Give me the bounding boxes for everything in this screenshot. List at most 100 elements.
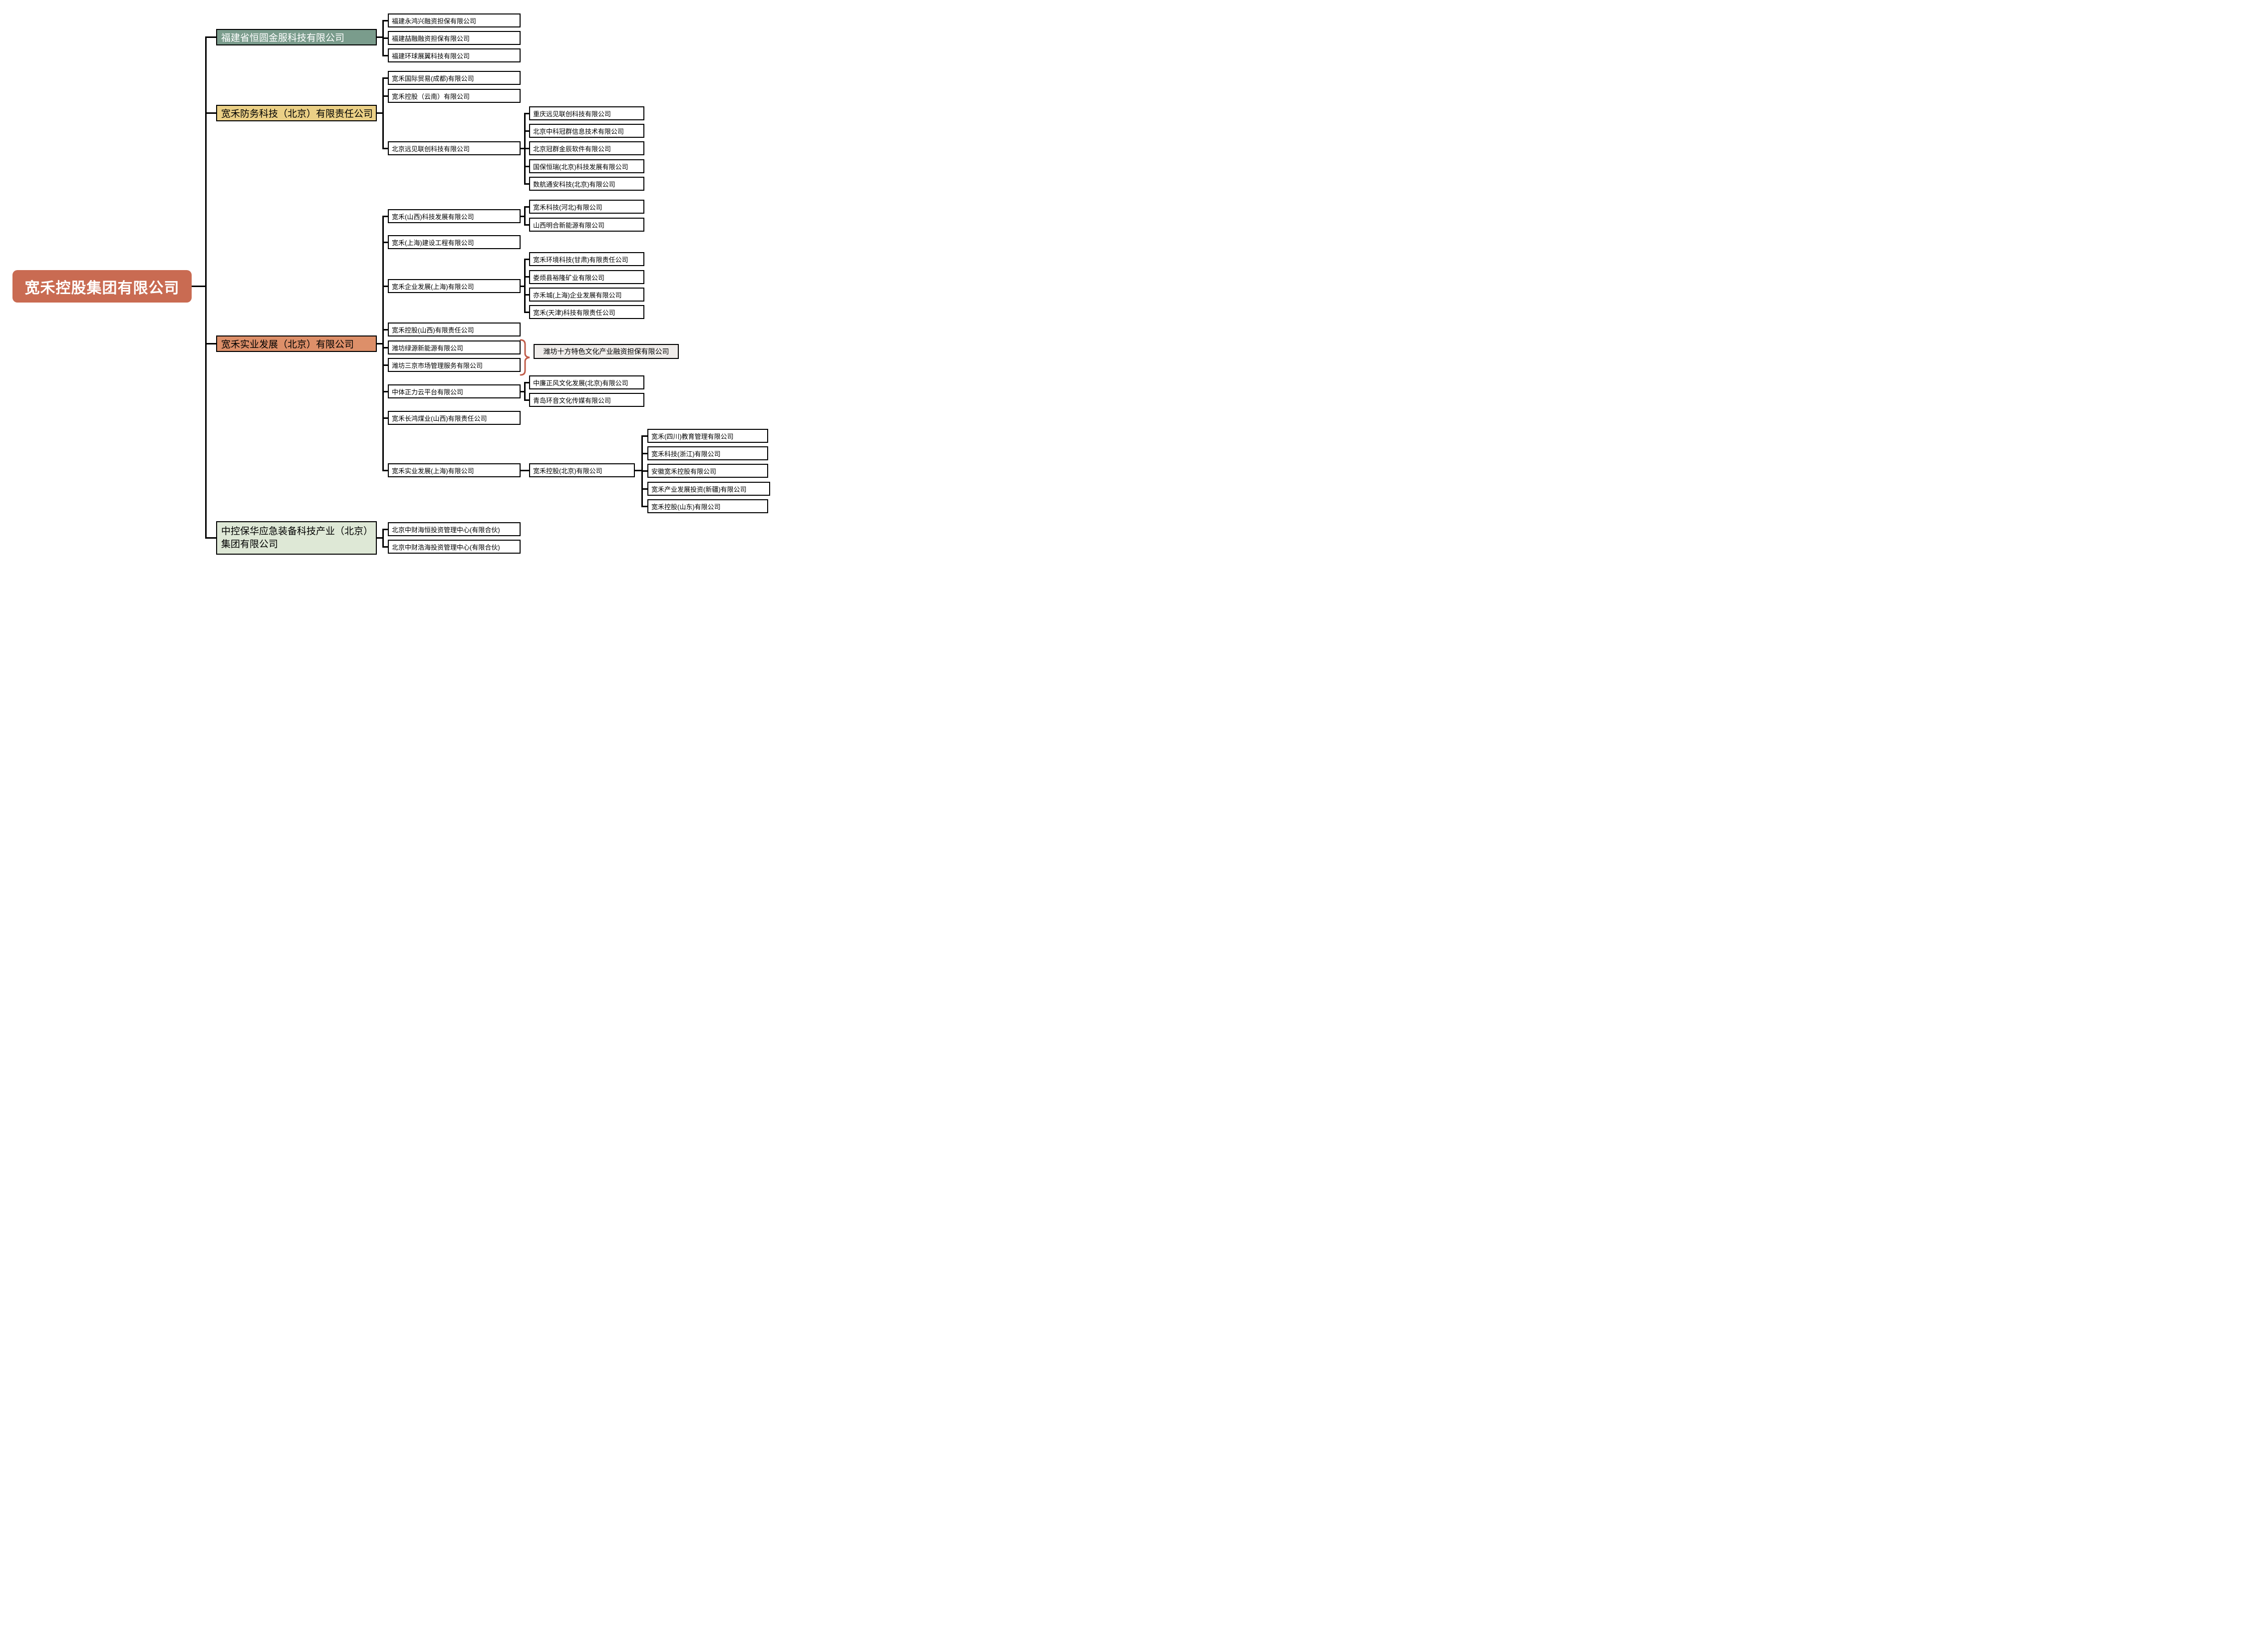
node-chongqing-yuanjian[interactable]: 重庆远见联创科技有限公司 [529,106,644,120]
node-zherong[interactable]: 福建喆融融资担保有限公司 [388,31,521,45]
connector-line [384,77,388,79]
node-weifang-sanjing[interactable]: 潍坊三京市场管理服务有限公司 [388,358,521,372]
node-shanghai-jianshe[interactable]: 宽禾(上海)建设工程有限公司 [388,235,521,249]
connector-line [384,55,388,56]
connector-line [205,112,216,114]
connector-line [526,399,529,401]
node-label: 宽禾实业发展（北京）有限公司 [221,339,354,350]
node-qiye-fazhan-shanghai[interactable]: 宽禾企业发展(上海)有限公司 [388,279,521,293]
connector-line [643,506,647,507]
node-keji-zhejiang[interactable]: 宽禾科技(浙江)有限公司 [647,446,768,460]
node-label: 宽禾产业发展投资(新疆)有限公司 [651,485,747,493]
connector-line [384,417,388,419]
node-minghe-xinnengyuan[interactable]: 山西明合新能源有限公司 [529,218,644,232]
node-zhongkong-baohua[interactable]: 中控保华应急装备科技产业（北京）集团有限公司 [216,521,377,555]
connector-line [384,347,388,348]
connector-line [384,546,388,548]
node-label: 宽禾(上海)建设工程有限公司 [392,239,474,247]
connector-line [521,148,524,149]
node-keji-hebei[interactable]: 宽禾科技(河北)有限公司 [529,200,644,214]
connector-line [384,391,388,392]
node-label: 娄烦县裕隆矿业有限公司 [533,274,605,282]
node-label: 北京冠群金辰软件有限公司 [533,145,611,153]
connector-line [205,36,207,539]
node-shuhang-tongan[interactable]: 数航通安科技(北京)有限公司 [529,177,644,191]
node-fujian-hengyuan[interactable]: 福建省恒圆金服科技有限公司 [216,29,377,45]
node-label: 数航通安科技(北京)有限公司 [533,180,615,188]
node-guanqun-jinchen[interactable]: 北京冠群金辰软件有限公司 [529,141,644,155]
node-zhongke-guanqun[interactable]: 北京中科冠群信息技术有限公司 [529,124,644,138]
node-keji-tianjin[interactable]: 宽禾(天津)科技有限责任公司 [529,305,644,319]
connector-line [524,259,526,313]
node-kuanhe-shiye-beijing[interactable]: 宽禾实业发展（北京）有限公司 [216,335,377,352]
node-guobao-hengrui[interactable]: 国保恒瑞(北京)科技发展有限公司 [529,159,644,173]
node-label: 国保恒瑞(北京)科技发展有限公司 [533,163,628,171]
connector-line [384,242,388,243]
connector-line [643,488,647,490]
connector-line [526,259,529,260]
node-changhong-meiye[interactable]: 宽禾长鸿煤业(山西)有限责任公司 [388,411,521,425]
joint-ownership-brace-icon [520,339,530,376]
node-label: 中控保华应急装备科技产业（北京）集团有限公司 [221,526,368,550]
connector-line [384,470,388,471]
connector-line [526,148,529,149]
connector-line [526,166,529,167]
node-label: 宽禾科技(浙江)有限公司 [651,450,721,458]
connector-line [526,206,529,208]
node-label: 北京远见联创科技有限公司 [392,145,470,153]
node-shiye-fazhan-shanghai[interactable]: 宽禾实业发展(上海)有限公司 [388,463,521,477]
connector-line [524,206,526,226]
connector-line [526,224,529,226]
node-anhui-konggu[interactable]: 安徽宽禾控股有限公司 [647,464,768,478]
node-kuanhe-fangwu[interactable]: 宽禾防务科技（北京）有限责任公司 [216,105,377,121]
node-weifang-shifang[interactable]: 潍坊十方特色文化产业融资担保有限公司 [534,344,679,359]
node-beijing-yuanjian[interactable]: 北京远见联创科技有限公司 [388,141,521,155]
node-konggu-shanxi[interactable]: 宽禾控股(山西)有限责任公司 [388,323,521,336]
node-touzi-xinjiang[interactable]: 宽禾产业发展投资(新疆)有限公司 [647,482,770,496]
node-label: 宽禾控股（云南）有限公司 [392,92,470,100]
node-label: 重庆远见联创科技有限公司 [533,110,611,118]
node-shanxi-keji-fazhan[interactable]: 宽禾(山西)科技发展有限公司 [388,209,521,223]
org-chart-canvas: 宽禾控股集团有限公司 福建省恒圆金服科技有限公司 宽禾防务科技（北京）有限责任公… [0,0,771,559]
connector-line [377,112,382,114]
node-yihecheng[interactable]: 亦禾城(上海)企业发展有限公司 [529,288,644,302]
node-label: 福建永鸿兴融资担保有限公司 [392,17,477,25]
node-label: 安徽宽禾控股有限公司 [651,467,717,475]
node-konggu-shandong[interactable]: 宽禾控股(山东)有限公司 [647,499,768,513]
connector-line [205,343,216,344]
node-huanqiu-zhanyi[interactable]: 福建环球展翼科技有限公司 [388,48,521,62]
node-zhonglian-zhengfeng[interactable]: 中廉正风文化发展(北京)有限公司 [529,375,644,389]
node-weifang-lvyuan[interactable]: 潍坊绿源新能源有限公司 [388,340,521,354]
node-konggu-beijing[interactable]: 宽禾控股(北京)有限公司 [529,463,635,477]
connector-line [643,470,647,472]
connector-line [384,95,388,97]
node-label: 潍坊绿源新能源有限公司 [392,344,464,352]
node-guoji-maoyi-chengdu[interactable]: 宽禾国际贸易(成都)有限公司 [388,71,521,85]
connector-line [526,294,529,296]
node-label: 青岛环音文化传媒有限公司 [533,396,611,404]
node-label: 北京中财海恒投资管理中心(有限合伙) [392,526,500,534]
node-root-company[interactable]: 宽禾控股集团有限公司 [12,270,192,303]
node-huanjing-gansu[interactable]: 宽禾环境科技(甘肃)有限责任公司 [529,252,644,266]
connector-line [384,329,388,330]
connector-line [377,537,382,539]
node-yonghongxing[interactable]: 福建永鸿兴融资担保有限公司 [388,13,521,27]
connector-line [192,286,206,287]
connector-line [384,529,388,530]
node-yulong-kuangye[interactable]: 娄烦县裕隆矿业有限公司 [529,270,644,284]
connector-line [384,216,388,217]
node-label: 北京中财浩海投资管理中心(有限合伙) [392,543,500,551]
node-jiaoyu-sichuan[interactable]: 宽禾(四川)教育管理有限公司 [647,429,768,443]
connector-line [382,77,384,149]
connector-line [635,470,641,471]
node-zhongti-zhengli[interactable]: 中体正力云平台有限公司 [388,384,521,398]
node-label: 宽禾(四川)教育管理有限公司 [651,432,734,440]
node-qingdao-huanyin[interactable]: 青岛环音文化传媒有限公司 [529,393,644,407]
connector-line [377,343,382,344]
node-konggu-yunnan[interactable]: 宽禾控股（云南）有限公司 [388,89,521,103]
connector-line [382,20,384,56]
node-label: 福建省恒圆金服科技有限公司 [221,33,345,43]
node-zhongcai-haohai[interactable]: 北京中财浩海投资管理中心(有限合伙) [388,540,521,554]
node-label: 宽禾实业发展(上海)有限公司 [392,467,474,475]
node-zhongcai-haiheng[interactable]: 北京中财海恒投资管理中心(有限合伙) [388,522,521,536]
